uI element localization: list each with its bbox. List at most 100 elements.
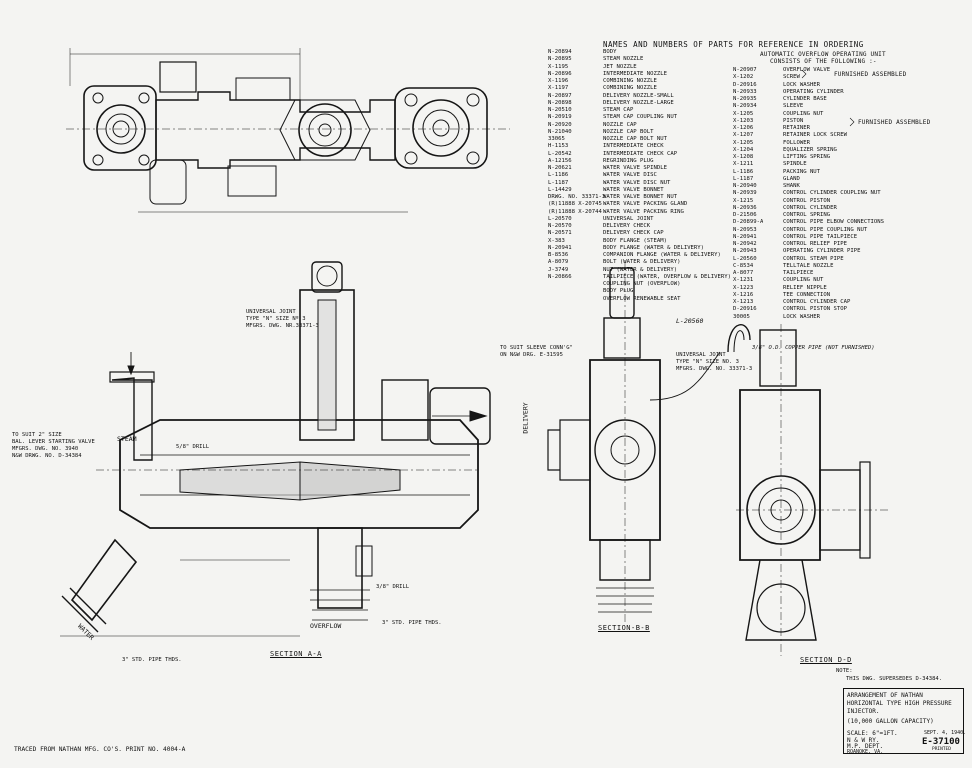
part-number: J-3749 [548, 266, 569, 273]
part-name: COUPLING NUT (OVERFLOW) [603, 281, 681, 287]
part-name: CONTROL RELIEF PIPE [783, 241, 847, 247]
pipe-threads-note-1: 3" STD. PIPE THDS. [122, 657, 182, 663]
universal-joint-b-3: MFGRS. DWG. NO. 33371-3 [676, 366, 753, 372]
furnished-assembled-note-2: FURNISHED ASSEMBLED [858, 119, 931, 126]
part-name: REGRINDING PLUG [603, 157, 654, 164]
part-number: (R)11888 X-20744 [548, 208, 602, 215]
part-name: BOLT (WATER & DELIVERY) [603, 259, 681, 266]
part-name: STEAM NOZZLE [603, 56, 644, 63]
part-number: N-20898 [548, 99, 572, 106]
part-number: X-1216 [733, 291, 754, 298]
part-number: N-20897 [548, 92, 572, 99]
part-name: FOLLOWER [783, 139, 810, 146]
part-name: INTERMEDIATE CHECK CAP [603, 150, 678, 157]
part-name: NOZZLE CAP BOLT [603, 128, 654, 135]
part-name: UNIVERSAL JOINT [603, 215, 654, 222]
part-number: X-1231 [733, 277, 754, 284]
part-name: SHANK [783, 183, 800, 189]
part-name: RELIEF NIPPLE [783, 284, 827, 291]
part-number: N-20896 [548, 70, 572, 77]
part-number: N-20943 [733, 248, 757, 255]
part-number: X-1211 [733, 161, 754, 168]
part-name: OVERFLOW VALVE [783, 67, 831, 73]
part-name: BODY PLUG [603, 288, 634, 295]
part-number: N-20907 [733, 67, 757, 73]
part-number: N-20866 [548, 273, 572, 280]
title-block: ARRANGEMENT OF NATHAN HORIZONTAL TYPE HI… [843, 688, 966, 755]
part-name: OPERATING CYLINDER [783, 88, 844, 95]
part-number: X-383 [548, 237, 565, 244]
part-name: COUPLING NUT [783, 277, 824, 284]
part-number: N-20621 [548, 165, 572, 171]
part-name: BODY [603, 49, 617, 55]
part-name: EQUALIZER SPRING [783, 146, 837, 153]
part-number: X-1205 [733, 139, 754, 146]
section-d-label: SECTION D-D [800, 656, 852, 664]
part-name: COMPANION FLANGE (WATER & DELIVERY) [603, 252, 721, 258]
part-name: CONTROL PISTON [783, 197, 831, 204]
section-a-a [60, 261, 491, 637]
part-number: N-21040 [548, 128, 572, 135]
part-name: JET NOZZLE [603, 63, 637, 70]
part-name: CYLINDER BASE [783, 96, 827, 102]
title-line-4: (10,000 GALLON CAPACITY) [847, 718, 934, 725]
part-name: WATER VALVE PACKING GLAND [603, 201, 688, 208]
part-name: STEAM CAP COUPLING NUT [603, 114, 678, 121]
part-number: N-20919 [548, 114, 572, 121]
part-name: RETAINER [783, 125, 810, 131]
part-name: PACKING NUT [783, 168, 821, 175]
overflow-label: OVERFLOW [310, 622, 342, 630]
part-name: DELIVERY CHECK CAP [603, 230, 664, 237]
part-name: DELIVERY NOZZLE-SMALL [603, 92, 674, 99]
part-number: C-8534 [733, 262, 754, 269]
universal-joint-a-1: UNIVERSAL JOINT [246, 309, 296, 315]
drawing-number: E-37100 [922, 737, 960, 747]
part-number: N-20939 [733, 190, 757, 197]
part-number: X-1202 [733, 74, 754, 81]
part-name: WATER VALVE PACKING RING [603, 208, 684, 215]
part-number: L-1186 [548, 172, 569, 179]
printed-stamp: PRINTED [932, 747, 951, 752]
part-number: X-1206 [733, 125, 754, 131]
section-a-label: SECTION A-A [270, 650, 322, 658]
part-name: TELLTALE NOZZLE [783, 262, 834, 269]
part-name: CONTROL STEAM PIPE [783, 255, 844, 262]
steam-valve-note-4: N&W DRWG. NO. D-34384 [12, 453, 82, 459]
part-number: 30005 [733, 313, 750, 320]
department: M.P. DEPT. [847, 743, 884, 750]
part-number: D-20916 [733, 81, 757, 88]
part-name: WATER VALVE SPINDLE [603, 165, 667, 171]
part-number: N-20953 [733, 226, 757, 233]
part-name: CONTROL CYLINDER CAP [783, 299, 851, 305]
part-name: WATER VALVE DISC [603, 172, 657, 179]
steam-valve-note-3: MFGRS. DWG. NO. 3940 [12, 446, 79, 452]
part-name: WATER VALVE BONNET NUT [603, 194, 678, 200]
part-name: RETAINER LOCK SCREW [783, 132, 847, 139]
part-name: CONTROL CYLINDER [783, 204, 837, 211]
part-name: NUT (WATER & DELIVERY) [603, 266, 678, 273]
company: N & W RY. [847, 737, 880, 744]
title-line-2: HORIZONTAL TYPE HIGH PRESSURE [847, 700, 952, 707]
city: ROANOKE, VA. [847, 749, 884, 755]
part-name: OPERATING CYLINDER PIPE [783, 248, 861, 255]
steam-valve-note-1: TO SUIT 2" SIZE [12, 432, 62, 438]
part-name: LIFTING SPRING [783, 154, 831, 160]
sleeve-conn-note-1: TO SUIT SLEEVE CONN'G" [500, 345, 573, 351]
part-name: NOZZLE CAP [603, 121, 637, 128]
note-label: NOTE: [836, 668, 853, 674]
part-number: X-1213 [733, 299, 754, 305]
part-name: COMBINING NOZZLE [603, 85, 657, 92]
part-number: X-1207 [733, 132, 754, 139]
part-number: L-1187 [548, 179, 569, 186]
part-number: (R)11888 X-20745 [548, 201, 602, 208]
part-number: L-20542 [548, 150, 572, 157]
part-number: L-14429 [548, 186, 572, 193]
part-name: CONTROL PIPE COUPLING NUT [783, 226, 868, 233]
title-line-3: INJECTOR. [847, 708, 880, 715]
part-number: N-20510 [548, 107, 572, 113]
part-name: BODY FLANGE (STEAM) [603, 237, 667, 244]
part-number: N-20934 [733, 103, 757, 110]
part-name: CONTROL PISTON STOP [783, 306, 847, 313]
part-number: L-1187 [733, 175, 754, 182]
part-number: N-20570 [548, 223, 572, 229]
